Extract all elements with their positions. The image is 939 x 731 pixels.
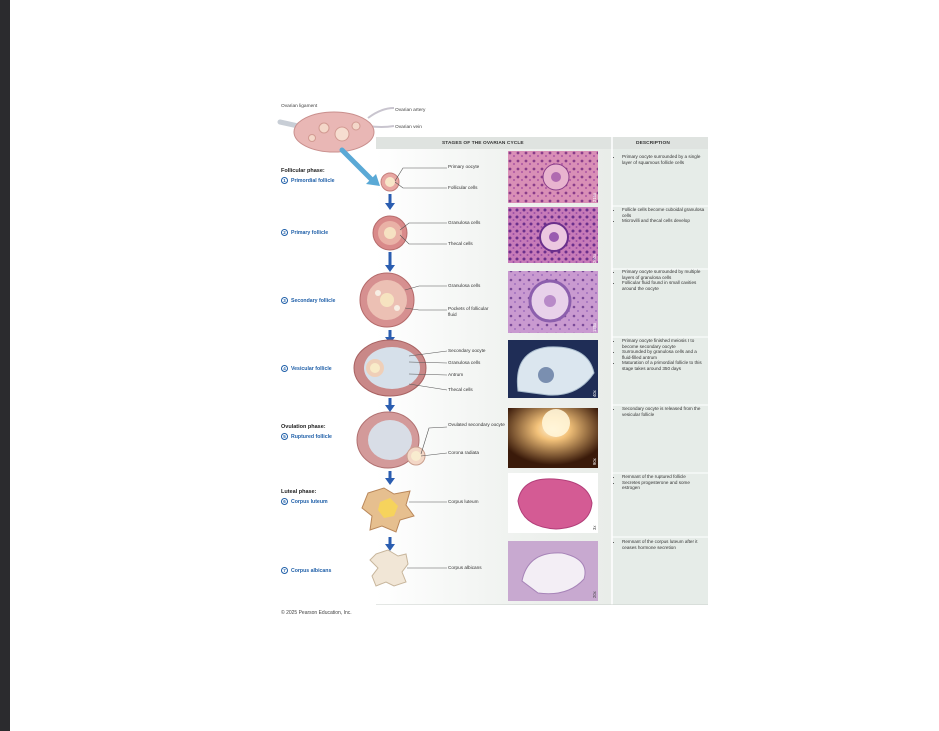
mag-5: 90x (592, 458, 597, 465)
stage-3-number: 3 (281, 297, 288, 304)
description-header: DESCRIPTION (636, 141, 670, 146)
desc-stage-7: Remnant of the corpus luteum after it ce… (614, 539, 708, 550)
stage-5-number: 5 (281, 433, 288, 440)
follicular-phase-heading: Follicular phase: (281, 168, 325, 174)
desc-3-item-2: Follicular fluid found in small cavities… (622, 280, 708, 291)
stages-header: STAGES OF THE OVARIAN CYCLE (442, 141, 524, 146)
desc-7-item-1: Remnant of the corpus luteum after it ce… (622, 539, 708, 550)
desc-3-item-1: Primary oocyte surrounded by multiple la… (622, 269, 708, 280)
desc-4-item-2: Surrounded by granulosa cells and a flui… (622, 349, 708, 360)
stage-4-number: 4 (281, 365, 288, 372)
mag-1: 215x (592, 192, 597, 202)
desc-6-item-1: Remnant of the ruptured follicle (622, 474, 708, 480)
desc-1-item-1: Primary oocyte surrounded by a single la… (622, 154, 708, 165)
pockets-fluid-label: Pockets of follicular fluid (448, 306, 489, 317)
granulosa-cells-label-3: Granulosa cells (448, 360, 481, 365)
copyright-notice: © 2025 Pearson Education, Inc. (281, 610, 352, 616)
secondary-oocyte-label: Secondary oocyte (448, 348, 486, 353)
ovulated-oocyte-label: Ovulated secondary oocyte (448, 422, 505, 427)
desc-stage-2: Follicle cells become cuboidal granulosa… (614, 207, 708, 224)
down-arrows (385, 194, 395, 551)
desc-5-item-1: Secondary oocyte is released from the ve… (622, 406, 708, 417)
desc-stage-4: Primary oocyte finished meiosis I to bec… (614, 338, 708, 372)
mag-7: 20x (592, 591, 597, 598)
ovulation-phase-heading: Ovulation phase: (281, 424, 326, 430)
leader-lines (395, 167, 448, 569)
stage-1-number: 1 (281, 177, 288, 184)
granulosa-cells-label-2: Granulosa cells (448, 283, 481, 288)
desc-2-item-2: Microvilli and thecal cells develop (622, 218, 708, 224)
stage-2-label: Primary follicle (291, 229, 329, 236)
ovarian-artery-label: Ovarian artery (395, 108, 426, 113)
ovarian-vein-label: Ovarian vein (395, 125, 422, 130)
stage-1-label: Primordial follicle (291, 177, 335, 184)
desc-4-item-1: Primary oocyte finished meiosis I to bec… (622, 338, 708, 349)
desc-stage-5: Secondary oocyte is released from the ve… (614, 406, 708, 417)
desc-2-item-1: Follicle cells become cuboidal granulosa… (622, 207, 708, 218)
stage-5-label: Ruptured follicle (291, 433, 332, 440)
desc-stage-6: Remnant of the ruptured follicle Secrete… (614, 474, 708, 491)
stage-6-number: 6 (281, 498, 288, 505)
desc-stage-1: Primary oocyte surrounded by a single la… (614, 154, 708, 165)
ovary-illustration (277, 107, 395, 186)
stage-2-number: 2 (281, 229, 288, 236)
thecal-cells-label-1: Thecal cells (448, 241, 473, 246)
desc-6-item-2: Secretes progesterone and some estrogen (622, 480, 708, 491)
micrographs (508, 151, 598, 601)
corona-radiata-label: Corona radiata (448, 450, 480, 455)
corpus-albicans-label: Corpus albicans (448, 565, 482, 570)
ovarian-ligament-label: Ovarian ligament (281, 104, 318, 109)
stage-7-number: 7 (281, 567, 288, 574)
mag-4: 40x (592, 390, 597, 397)
antrum-label: Antrum (448, 372, 464, 377)
window-edge-bar (0, 0, 10, 731)
stage-3-label: Secondary follicle (291, 297, 336, 304)
primary-oocyte-label: Primary oocyte (448, 164, 480, 169)
desc-4-item-3: Maturation of a primordial follicle to t… (622, 360, 708, 371)
follicular-cells-label: Follicular cells (448, 185, 478, 190)
granulosa-cells-label-1: Granulosa cells (448, 220, 481, 225)
stage-6-label: Corpus luteum (291, 498, 328, 505)
thecal-cells-label-2: Thecal cells (448, 387, 473, 392)
mag-6: 3x (592, 525, 597, 530)
mag-2: 260x (592, 253, 597, 263)
follicle-illustrations (353, 172, 427, 587)
mag-3: 125x (592, 322, 597, 332)
corpus-luteum-label: Corpus luteum (448, 499, 479, 504)
luteal-phase-heading: Luteal phase: (281, 489, 317, 495)
stage-4-label: Vesicular follicle (291, 365, 332, 372)
desc-stage-3: Primary oocyte surrounded by multiple la… (614, 269, 708, 291)
stage-7-label: Corpus albicans (291, 567, 332, 574)
